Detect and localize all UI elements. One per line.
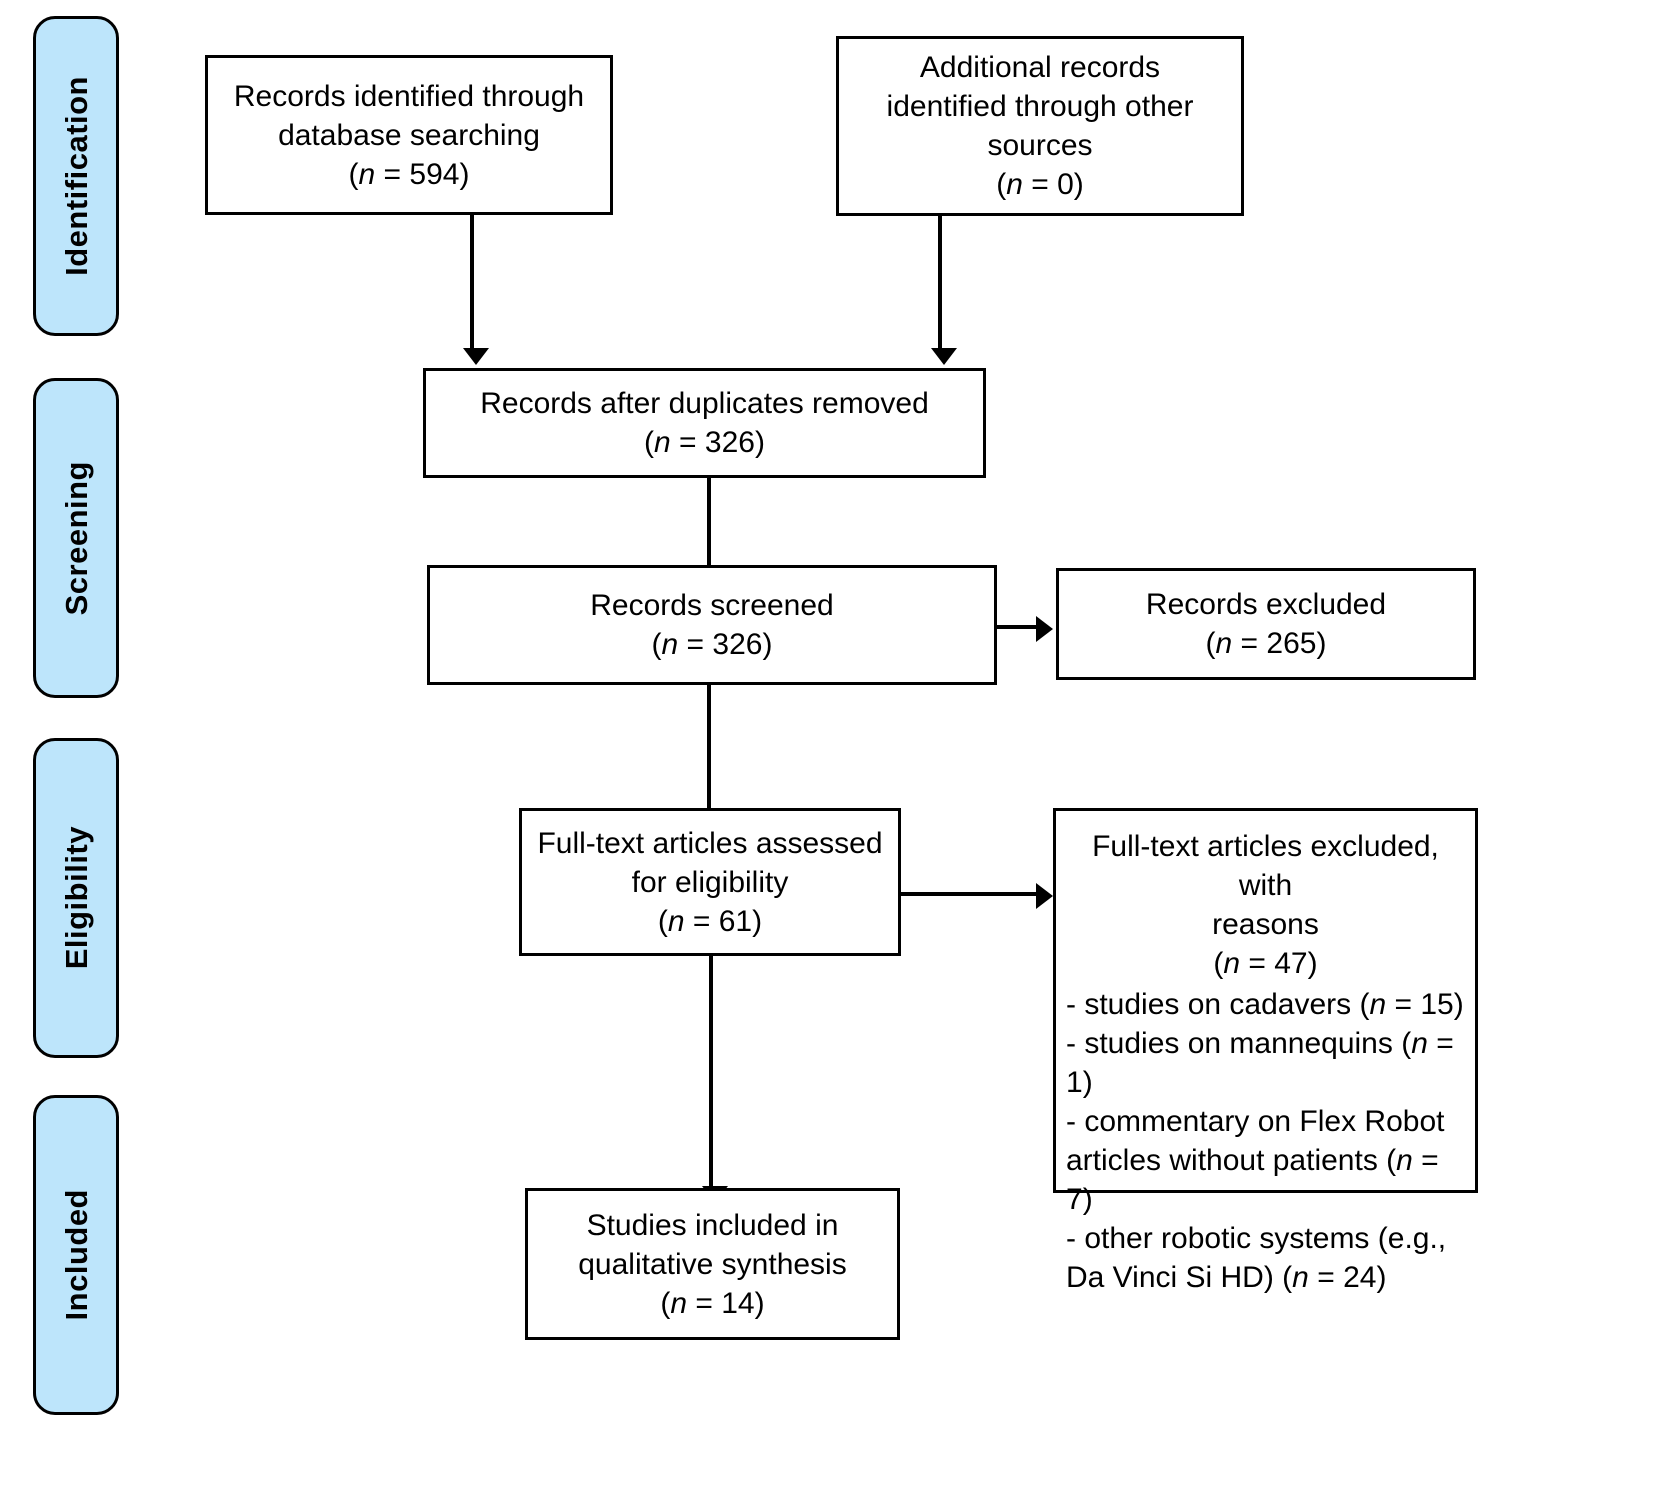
box-fulltext-excluded-with-reasons: Full-text articles excluded, with reason… — [1053, 808, 1478, 1294]
box-line: qualitative synthesis — [578, 1247, 847, 1281]
stage-pill-screening: Screening — [33, 378, 119, 698]
box-count: (n = 61) — [657, 904, 763, 938]
box-count: (n = 326) — [644, 426, 765, 459]
box-line: for eligibility — [631, 865, 789, 899]
box-line: identified through other — [886, 90, 1194, 123]
exclusion-reason-item: - other robotic systems (e.g., Da Vinci … — [1066, 1222, 1447, 1294]
box-line: database searching — [278, 118, 540, 152]
box-count: (n = 47) — [1213, 947, 1318, 980]
box-count: (n = 0) — [996, 168, 1084, 201]
box-line: Records identified through — [233, 79, 585, 113]
arrow-screened-to-excluded — [997, 616, 1053, 642]
stage-label-eligibility: Eligibility — [58, 826, 94, 970]
box-additional-records-other-sources: Additional records identified through ot… — [836, 36, 1244, 216]
box-line: Full-text articles assessed — [537, 826, 883, 860]
box-line: Additional records — [919, 51, 1161, 84]
box-records-excluded: Records excluded (n = 265) — [1056, 568, 1476, 680]
stage-pill-included: Included — [33, 1095, 119, 1415]
exclusion-reason-item: - commentary on Flex Robot articles with… — [1066, 1105, 1445, 1216]
arrow-database-to-duplicates — [463, 215, 489, 365]
box-records-identified-database: Records identified through database sear… — [205, 55, 613, 215]
box-line: reasons — [1212, 908, 1319, 941]
box-line: Records excluded — [1145, 588, 1387, 621]
arrow-screened-to-fulltext — [700, 685, 726, 825]
arrow-fulltext-to-included — [702, 956, 728, 1203]
box-count: (n = 14) — [660, 1286, 765, 1320]
box-line: Records after duplicates removed — [480, 387, 929, 420]
exclusion-reason-item: - studies on mannequins (n = 1) — [1066, 1027, 1454, 1099]
box-fulltext-assessed: Full-text articles assessed for eligibil… — [519, 808, 901, 956]
box-count: (n = 265) — [1205, 627, 1327, 660]
exclusion-reason-item: - studies on cadavers (n = 15) — [1066, 988, 1464, 1021]
stage-pill-eligibility: Eligibility — [33, 738, 119, 1058]
arrow-fulltext-to-excluded — [901, 883, 1053, 909]
stage-label-identification: Identification — [58, 76, 94, 276]
stage-label-screening: Screening — [58, 460, 94, 616]
box-count: (n = 594) — [348, 157, 470, 191]
box-line: Studies included in — [586, 1208, 839, 1242]
box-line: sources — [987, 129, 1093, 162]
box-line: Records screened — [590, 589, 834, 622]
box-studies-included: Studies included in qualitative synthesi… — [525, 1188, 900, 1340]
arrow-duplicates-to-screened — [700, 478, 726, 585]
box-records-after-duplicates-removed: Records after duplicates removed (n = 32… — [423, 368, 986, 478]
arrow-other-sources-to-duplicates — [931, 216, 957, 365]
box-count: (n = 326) — [651, 628, 773, 661]
stage-label-included: Included — [58, 1189, 94, 1321]
box-records-screened: Records screened (n = 326) — [427, 565, 997, 685]
box-line: Full-text articles excluded, with — [1092, 830, 1439, 902]
stage-pill-identification: Identification — [33, 16, 119, 336]
exclusion-reasons-list: - studies on cadavers (n = 15) - studies… — [1066, 985, 1465, 1297]
